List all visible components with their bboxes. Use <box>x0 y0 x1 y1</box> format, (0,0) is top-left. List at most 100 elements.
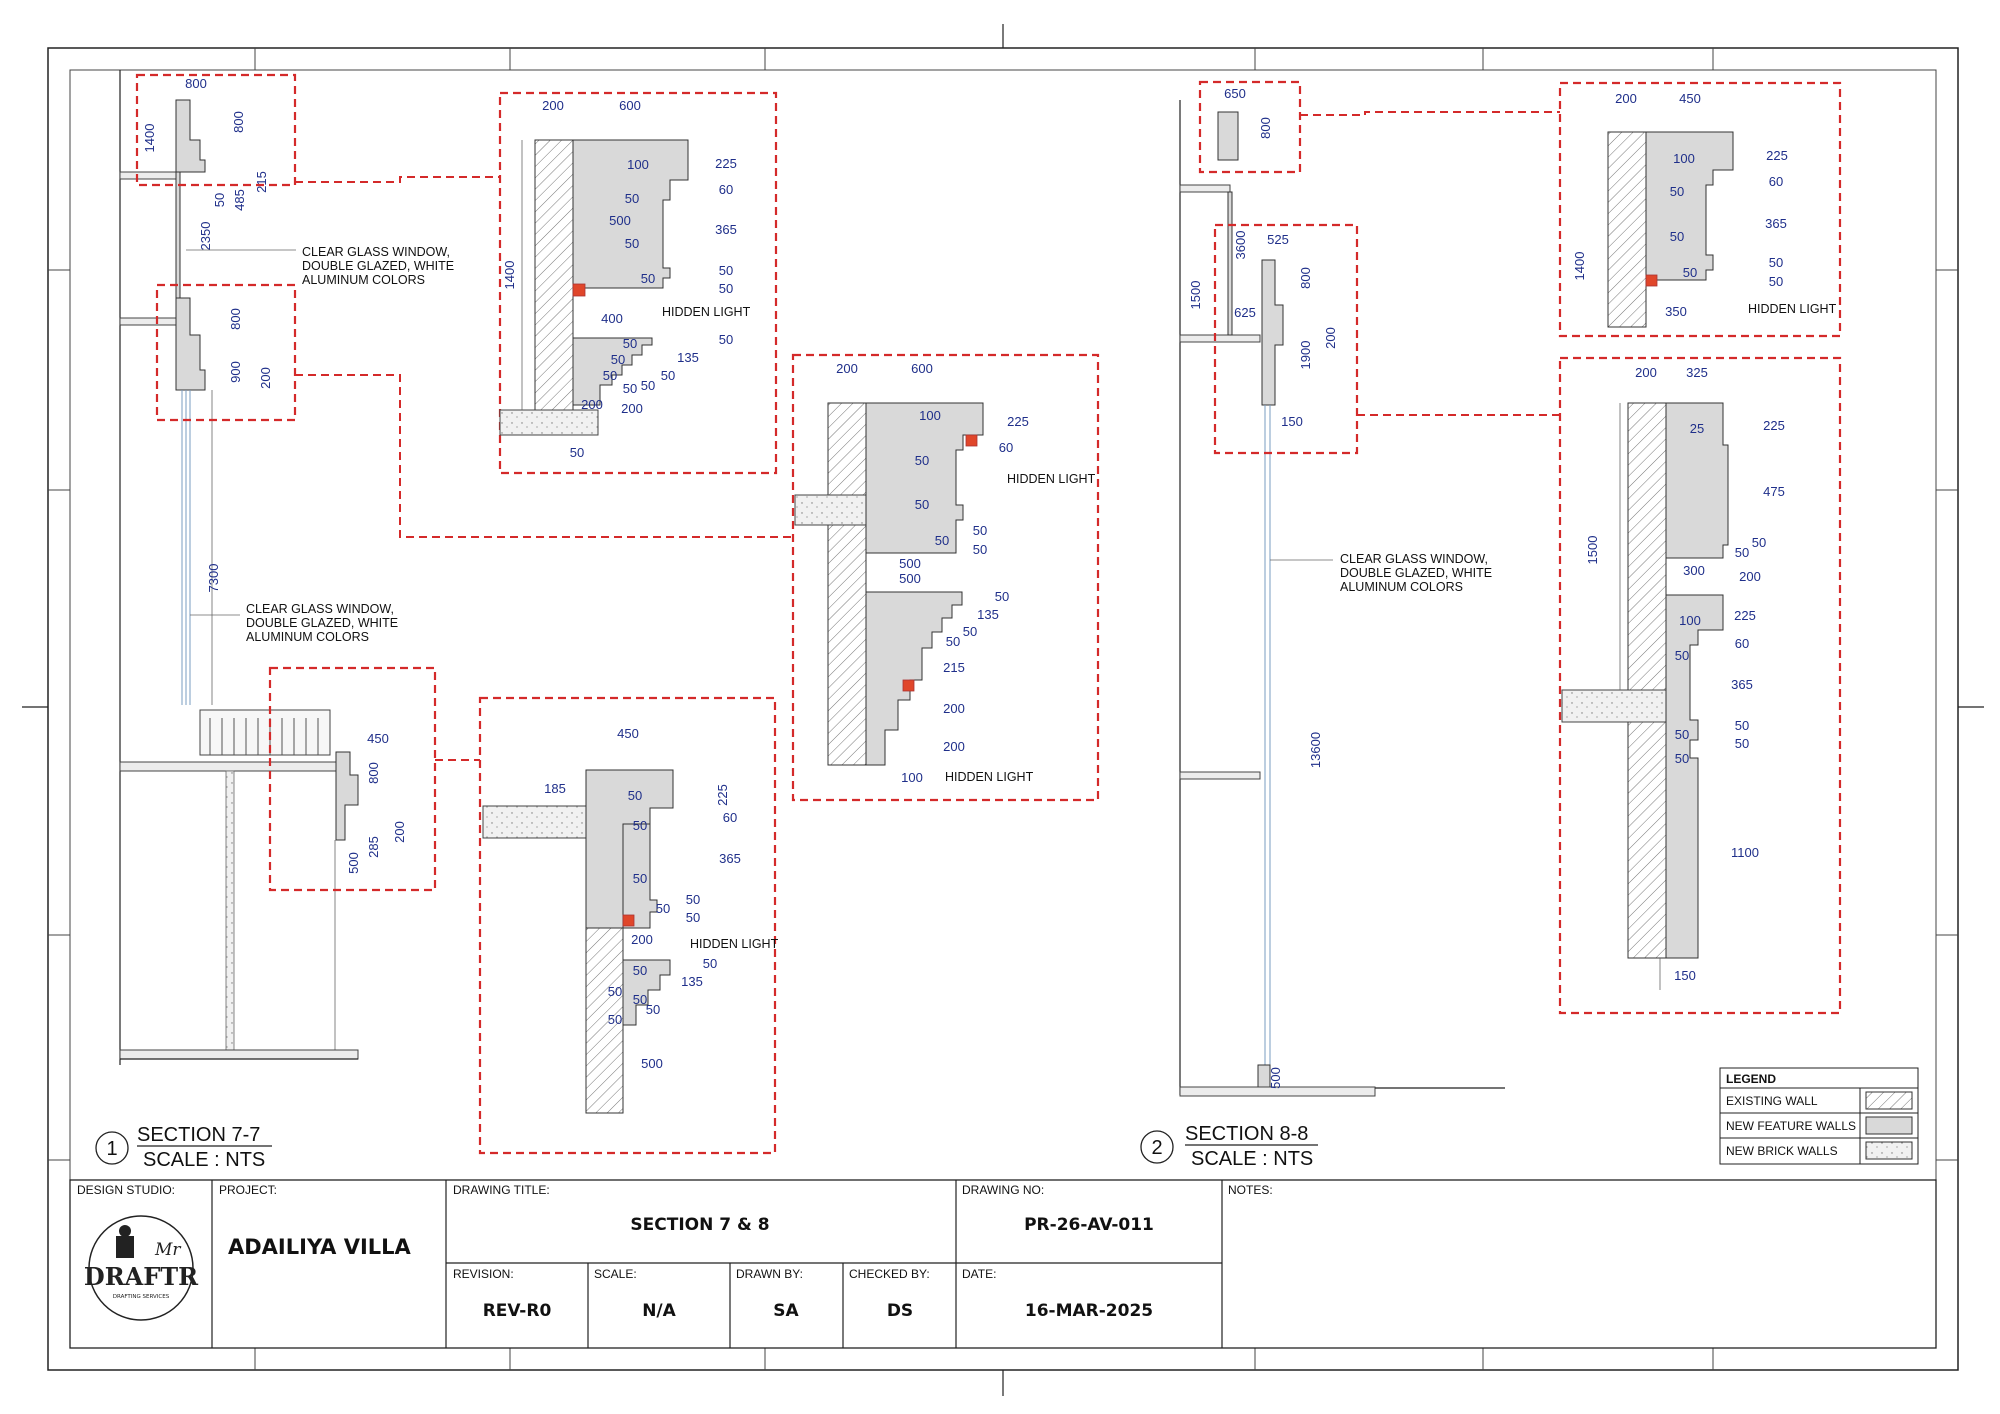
dim-label: 50 <box>625 191 639 206</box>
dim-label: 1400 <box>1572 252 1587 281</box>
dim-label: 500 <box>609 213 631 228</box>
logo-text: DRAFTR <box>84 1262 199 1291</box>
dim-label: 13600 <box>1308 732 1323 768</box>
hidden-light-label: HIDDEN LIGHT <box>945 770 1034 784</box>
dim-label: 200 <box>1323 327 1338 349</box>
section-title-7-7: 1 SECTION 7-7 SCALE : NTS <box>95 1124 272 1171</box>
glass-note: DOUBLE GLAZED, WHITE <box>1340 566 1492 580</box>
dim-label: 365 <box>715 222 737 237</box>
dim-label: 100 <box>919 408 941 423</box>
dim-label: 50 <box>1769 255 1783 270</box>
title-block: DESIGN STUDIO: PROJECT: ADAILIYA VILLA D… <box>69 1179 1937 1349</box>
dim-label: 50 <box>608 984 622 999</box>
section-8-8-elevation: 650 800 3600 525 1500 625 800 1900 200 1… <box>1179 86 1505 1097</box>
section-number-circle <box>95 1131 129 1165</box>
dim-label: 200 <box>542 98 564 113</box>
dim-label: 300 <box>1683 563 1705 578</box>
dim-label: 60 <box>719 182 733 197</box>
dim-label: 50 <box>625 236 639 251</box>
dim-label: 365 <box>719 851 741 866</box>
dim-label: 100 <box>1673 151 1695 166</box>
dim-label: 1500 <box>1585 536 1600 565</box>
detail-callout <box>135 73 297 187</box>
dim-label: 50 <box>915 453 929 468</box>
legend-item-new-feature-walls: NEW FEATURE WALLS <box>1726 1119 1856 1133</box>
dim-label: 50 <box>703 956 717 971</box>
dim-label: 1500 <box>1188 281 1203 310</box>
project-name: ADAILIYA VILLA <box>228 1235 412 1259</box>
dim-label: 400 <box>601 311 623 326</box>
dim-label: 50 <box>633 818 647 833</box>
section-title: SECTION 8-8 <box>1185 1123 1308 1145</box>
dim-label: 50 <box>973 542 987 557</box>
dim-label: 50 <box>946 634 960 649</box>
dim-label: 50 <box>1769 274 1783 289</box>
detail-callout <box>155 283 297 422</box>
section-title: SECTION 7-7 <box>137 1124 260 1146</box>
dim-label: 50 <box>1670 184 1684 199</box>
detail-callout <box>1213 223 1359 455</box>
dim-label: 200 <box>258 367 273 389</box>
notes-label: NOTES: <box>1228 1183 1273 1197</box>
dim-label: 185 <box>544 781 566 796</box>
legend-item-existing-wall: EXISTING WALL <box>1726 1094 1818 1108</box>
date-value: 16-MAR-2025 <box>1025 1301 1153 1321</box>
dim-label: 475 <box>1763 484 1785 499</box>
dim-label: 60 <box>999 440 1013 455</box>
dim-label: 2350 <box>198 222 213 251</box>
dim-label: 225 <box>1763 418 1785 433</box>
dim-label: 50 <box>1670 229 1684 244</box>
dim-label: 100 <box>627 157 649 172</box>
glass-note: ALUMINUM COLORS <box>246 630 369 644</box>
dim-label: 200 <box>1739 569 1761 584</box>
detail-bottom: 450 185 50 225 60 50 365 50 50 50 50 200… <box>478 696 779 1155</box>
section-number: 1 <box>106 1138 117 1160</box>
dim-label: 7300 <box>206 564 221 593</box>
dim-label: 200 <box>631 932 653 947</box>
dim-label: 50 <box>1675 751 1689 766</box>
dim-label: 50 <box>686 910 700 925</box>
detail-top-left: 1400 200 600 100 225 60 50 500 365 50 50… <box>498 91 778 475</box>
revision-label: REVISION: <box>453 1267 514 1281</box>
dim-label: 60 <box>723 810 737 825</box>
draftsman-icon <box>116 1236 134 1258</box>
drawing-title-label: DRAWING TITLE: <box>453 1183 550 1197</box>
dim-label: 350 <box>1665 304 1687 319</box>
dim-label: 450 <box>367 731 389 746</box>
dim-label: 50 <box>935 533 949 548</box>
glass-note: DOUBLE GLAZED, WHITE <box>246 616 398 630</box>
hidden-light-label: HIDDEN LIGHT <box>1748 302 1837 316</box>
dim-label: 150 <box>1674 968 1696 983</box>
dim-label: 225 <box>1734 608 1756 623</box>
detail-top-right: 200 450 100 225 60 50 365 50 50 50 50 35… <box>1558 81 1842 338</box>
dim-label: 50 <box>656 901 670 916</box>
hidden-light-label: HIDDEN LIGHT <box>662 305 751 319</box>
dim-label: 200 <box>943 739 965 754</box>
dim-label: 500 <box>641 1056 663 1071</box>
dim-label: 225 <box>715 156 737 171</box>
dim-label: 50 <box>633 963 647 978</box>
checked-by-label: CHECKED BY: <box>849 1267 930 1281</box>
dim-label: 500 <box>899 571 921 586</box>
detail-callout <box>268 666 437 892</box>
dim-label: 365 <box>1765 216 1787 231</box>
dim-label: 1900 <box>1298 341 1313 370</box>
hidden-light-label: HIDDEN LIGHT <box>690 937 779 951</box>
dim-label: 200 <box>581 397 603 412</box>
hidden-light-label: HIDDEN LIGHT <box>1007 472 1096 486</box>
dim-label: 200 <box>1635 365 1657 380</box>
dim-label: 900 <box>228 361 243 383</box>
dim-label: 50 <box>641 378 655 393</box>
scale-label: SCALE: <box>594 1267 637 1281</box>
legend: LEGEND EXISTING WALL NEW FEATURE WALLS N… <box>1719 1067 1919 1165</box>
drawn-by-label: DRAWN BY: <box>736 1267 803 1281</box>
dim-label: 50 <box>1735 545 1749 560</box>
studio-logo: Mr DRAFTR DRAFTING SERVICES <box>84 1215 199 1321</box>
dim-label: 50 <box>1735 718 1749 733</box>
dim-label: 50 <box>628 788 642 803</box>
dim-label: 600 <box>619 98 641 113</box>
dim-label: 800 <box>1258 117 1273 139</box>
dim-label: 50 <box>633 992 647 1007</box>
scale-value: N/A <box>642 1301 676 1321</box>
dim-label: 100 <box>1679 613 1701 628</box>
